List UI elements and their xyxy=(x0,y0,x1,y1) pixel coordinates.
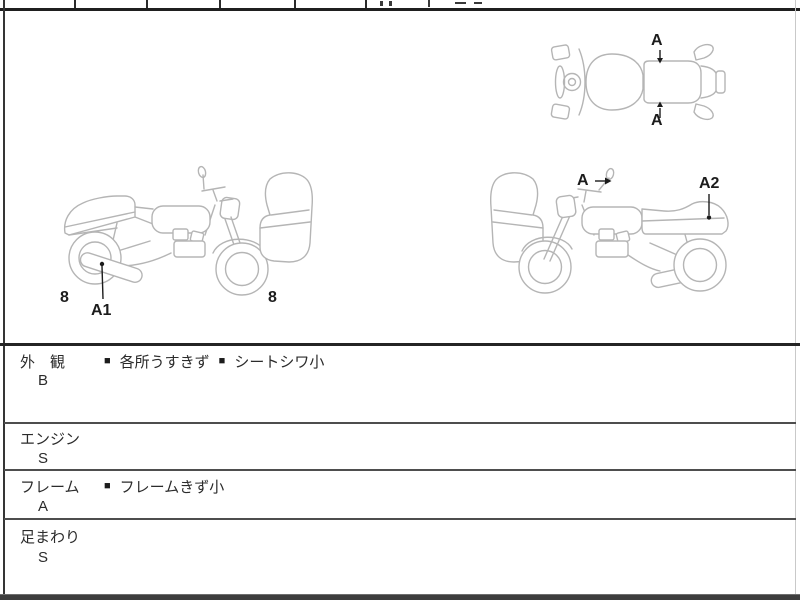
defect-item: シートシワ小 xyxy=(234,354,325,371)
sheet-right-border xyxy=(795,0,796,600)
annotation-a-mirror: A xyxy=(577,172,589,189)
annotation-a1: A1 xyxy=(91,302,112,319)
grade-row-label: フレーム xyxy=(20,479,80,496)
text-remnant xyxy=(389,1,392,6)
text-remnant xyxy=(474,2,482,4)
windshield-cowl xyxy=(259,172,314,263)
cell-divider xyxy=(146,0,148,9)
engine xyxy=(595,228,631,258)
grade-table-separator xyxy=(4,422,796,424)
grade-table-separator xyxy=(4,518,796,520)
annotation-a-top: A xyxy=(651,32,663,49)
text-remnant xyxy=(428,0,430,7)
annotation-a-bottom: A xyxy=(651,112,663,129)
rear-bodywork xyxy=(63,195,136,236)
exhaust-muffler xyxy=(79,252,172,283)
grade-row-label: 外 観 xyxy=(20,354,66,371)
engine xyxy=(172,228,206,258)
headlight xyxy=(219,196,241,221)
grade-value: A xyxy=(38,498,49,515)
bullet-icon: ■ xyxy=(104,355,111,367)
cell-divider xyxy=(219,0,221,9)
grade-value: S xyxy=(38,549,49,566)
seat xyxy=(643,60,702,104)
grade-row-label: 足まわり xyxy=(20,529,81,546)
pointer-a2 xyxy=(706,194,712,220)
handlebar-mirror xyxy=(197,165,226,202)
text-remnant xyxy=(380,1,383,6)
front-wheel xyxy=(215,242,269,296)
fuel-tank xyxy=(585,53,644,111)
grade-table-separator xyxy=(4,469,796,471)
bullet-icon: ■ xyxy=(104,480,111,492)
defect-item: 各所うすきず xyxy=(119,354,210,371)
pointer-a1 xyxy=(99,261,105,300)
annotation-8-left: 8 xyxy=(60,289,69,306)
pointer-arrow-lower xyxy=(657,101,663,118)
front-end xyxy=(550,44,586,120)
bullet-icon: ■ xyxy=(218,355,226,367)
motorcycle-top-view-drawing xyxy=(550,43,726,121)
tail-section xyxy=(693,43,726,121)
headlight xyxy=(555,194,577,219)
top-row-border xyxy=(0,8,800,11)
pointer-a-mirror xyxy=(595,177,612,185)
defect-item: フレームきず小 xyxy=(119,479,225,496)
cell-divider xyxy=(365,0,367,9)
motorcycle-right-side-drawing xyxy=(489,167,729,294)
cell-divider xyxy=(294,0,296,9)
grade-value: S xyxy=(38,450,49,467)
text-remnant xyxy=(455,2,466,4)
front-fender xyxy=(521,236,573,252)
pointer-arrow-upper xyxy=(657,50,663,64)
annotation-8-right: 8 xyxy=(268,289,277,306)
cell-divider xyxy=(74,0,76,9)
annotation-a2: A2 xyxy=(699,175,720,192)
grade-value: B xyxy=(38,372,49,389)
motorcycle-left-side-drawing xyxy=(63,165,314,300)
front-wheel xyxy=(518,240,572,294)
grade-row-label: エンジン xyxy=(20,431,81,448)
grade-row-items: ■ フレームきず小 xyxy=(104,476,224,497)
sheet-left-border xyxy=(3,0,5,600)
grade-table-top-border xyxy=(0,343,800,346)
seat-rear-cowl xyxy=(641,200,729,235)
grade-row-items: ■ 各所うすきず ■ シートシワ小 xyxy=(104,351,324,372)
rear-wheel xyxy=(673,238,727,292)
sheet-bottom-edge xyxy=(0,594,800,600)
